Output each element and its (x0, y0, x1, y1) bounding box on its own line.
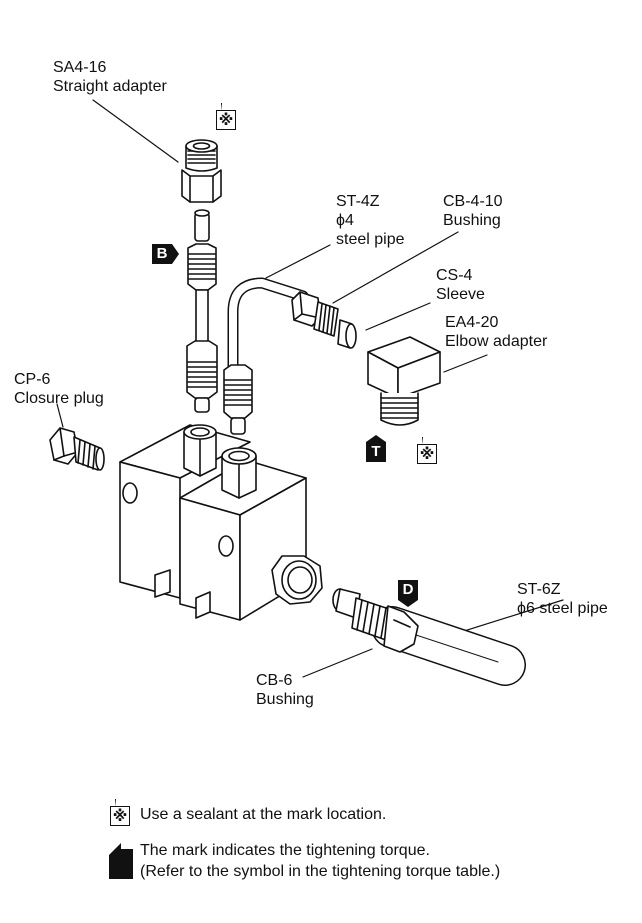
label-straight-adapter: SA4-16 Straight adapter (53, 58, 167, 96)
legend-sealant-icon: ※ (110, 799, 130, 826)
label-bushing-4-10: CB-4-10 Bushing (443, 192, 503, 230)
legend-sealant-text: Use a sealant at the mark location. (140, 806, 387, 823)
part-name: Closure plug (14, 390, 104, 407)
part-code: CP-6 (14, 371, 51, 388)
closure-plug-part (49, 427, 105, 471)
label-steel-pipe-4: ST-4Z ϕ4 steel pipe (336, 192, 405, 249)
sealant-mark-icon: ※ (216, 103, 236, 130)
torque-mark-b: B (152, 244, 179, 264)
part-name: Straight adapter (53, 78, 167, 95)
label-elbow-adapter: EA4-20 Elbow adapter (445, 313, 547, 351)
leader-lines (56, 99, 564, 678)
label-bushing-6: CB-6 Bushing (256, 671, 314, 709)
straight-adapter-part (181, 139, 222, 203)
part-code: CB-6 (256, 672, 293, 689)
torque-mark-d: D (398, 580, 418, 607)
pipe-assembly-right (332, 588, 526, 686)
part-size: ϕ4 (336, 212, 354, 229)
label-sleeve: CS-4 Sleeve (436, 266, 485, 304)
label-closure-plug: CP-6 Closure plug (14, 370, 104, 408)
torque-mark-t: T (366, 435, 386, 462)
sealant-mark-icon: ※ (417, 437, 437, 464)
legend-torque-line1: The mark indicates the tightening torque… (140, 842, 430, 859)
legend-torque-icon (109, 843, 133, 879)
part-name: ϕ6 steel pipe (517, 600, 608, 617)
part-code: EA4-20 (445, 314, 499, 331)
pipe-assembly-left (186, 209, 218, 413)
label-steel-pipe-6: ST-6Z ϕ6 steel pipe (517, 580, 608, 618)
part-name: Bushing (443, 212, 501, 229)
part-code: CS-4 (436, 267, 473, 284)
part-code: SA4-16 (53, 59, 107, 76)
part-code: ST-4Z (336, 193, 380, 210)
part-code: ST-6Z (517, 581, 561, 598)
part-name: Bushing (256, 691, 314, 708)
legend-torque-line2: (Refer to the symbol in the tightening t… (140, 863, 501, 880)
elbow-adapter-part (367, 336, 441, 426)
part-name: Sleeve (436, 286, 485, 303)
part-name: steel pipe (336, 231, 405, 248)
part-name: Elbow adapter (445, 333, 548, 350)
bent-steel-pipe (223, 277, 357, 435)
part-code: CB-4-10 (443, 193, 503, 210)
valve-block (119, 424, 323, 621)
